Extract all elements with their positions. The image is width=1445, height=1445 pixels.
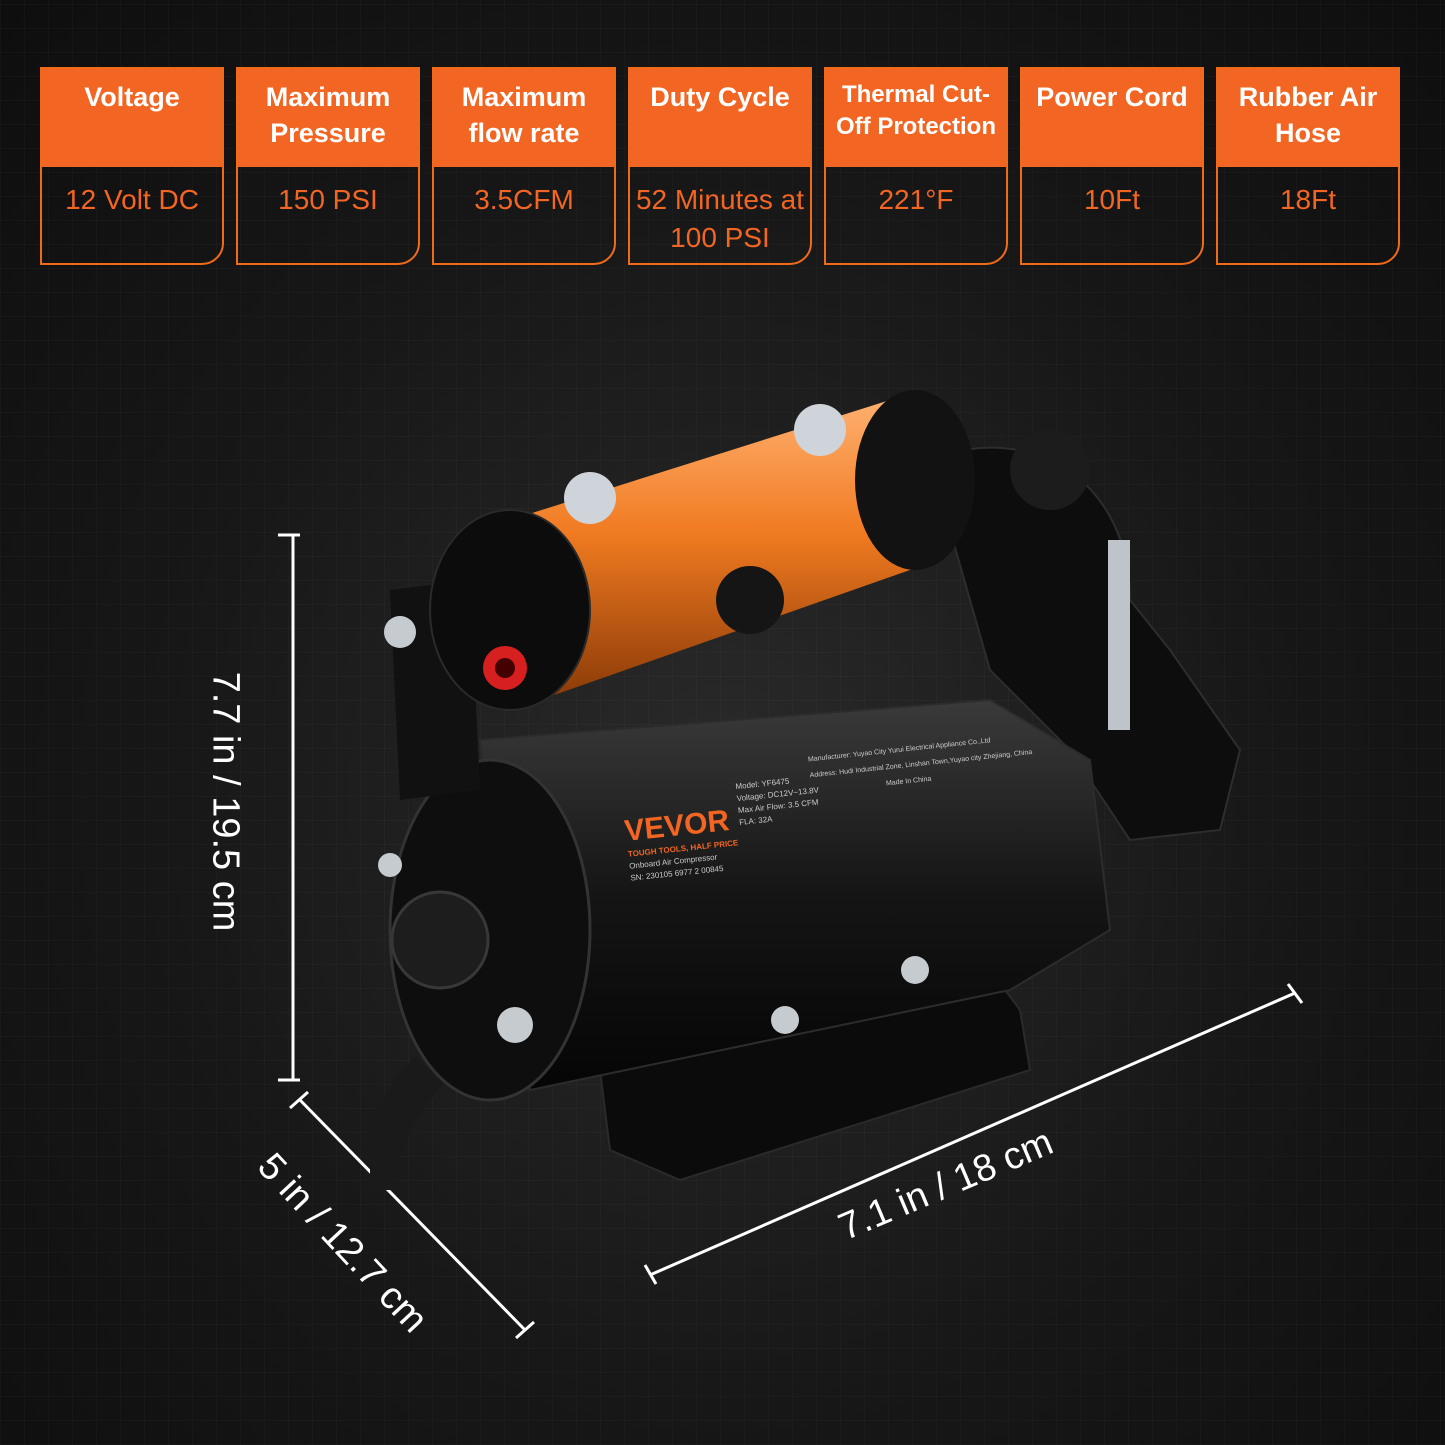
spec-card-thermal: Thermal Cut-Off Protection 221°F xyxy=(824,67,1008,265)
air-compressor-image: VEVOR TOUGH TOOLS, HALF PRICE Onboard Ai… xyxy=(350,370,1270,1195)
spec-card-duty: Duty Cycle 52 Minutes at 100 PSI xyxy=(628,67,812,265)
spec-cards: Voltage 12 Volt DC Maximum Pressure 150 … xyxy=(40,67,1402,267)
spec-card-voltage: Voltage 12 Volt DC xyxy=(40,67,224,265)
label-origin: Made In China xyxy=(886,776,932,788)
spec-title: Voltage xyxy=(42,69,222,167)
spec-value: 3.5CFM xyxy=(474,184,574,215)
spec-card-hose: Rubber Air Hose 18Ft xyxy=(1216,67,1400,265)
spec-title: Duty Cycle xyxy=(630,69,810,167)
spec-card-pressure: Maximum Pressure 150 PSI xyxy=(236,67,420,265)
spec-title: Maximum flow rate xyxy=(434,69,614,167)
spec-card-flow: Maximum flow rate 3.5CFM xyxy=(432,67,616,265)
spec-value: 10Ft xyxy=(1083,184,1141,215)
spec-card-cord: Power Cord 10Ft xyxy=(1020,67,1204,265)
spec-value: 18Ft xyxy=(1279,184,1337,215)
spec-title: Rubber Air Hose xyxy=(1218,69,1398,167)
spec-value: 221°F xyxy=(878,184,954,215)
spec-title: Power Cord xyxy=(1022,69,1202,167)
spec-value: 12 Volt DC xyxy=(65,184,199,215)
spec-value: 52 Minutes at 100 PSI xyxy=(635,184,805,253)
label-fla: FLA: 32A xyxy=(739,814,774,827)
spec-title: Thermal Cut-Off Protection xyxy=(826,69,1006,167)
spec-title: Maximum Pressure xyxy=(238,69,418,167)
spec-value: 150 PSI xyxy=(278,184,378,215)
height-dimension-label: 7.7 in / 19.5 cm xyxy=(204,671,247,932)
compressor-illustration: VEVOR TOUGH TOOLS, HALF PRICE Onboard Ai… xyxy=(350,390,1242,1195)
